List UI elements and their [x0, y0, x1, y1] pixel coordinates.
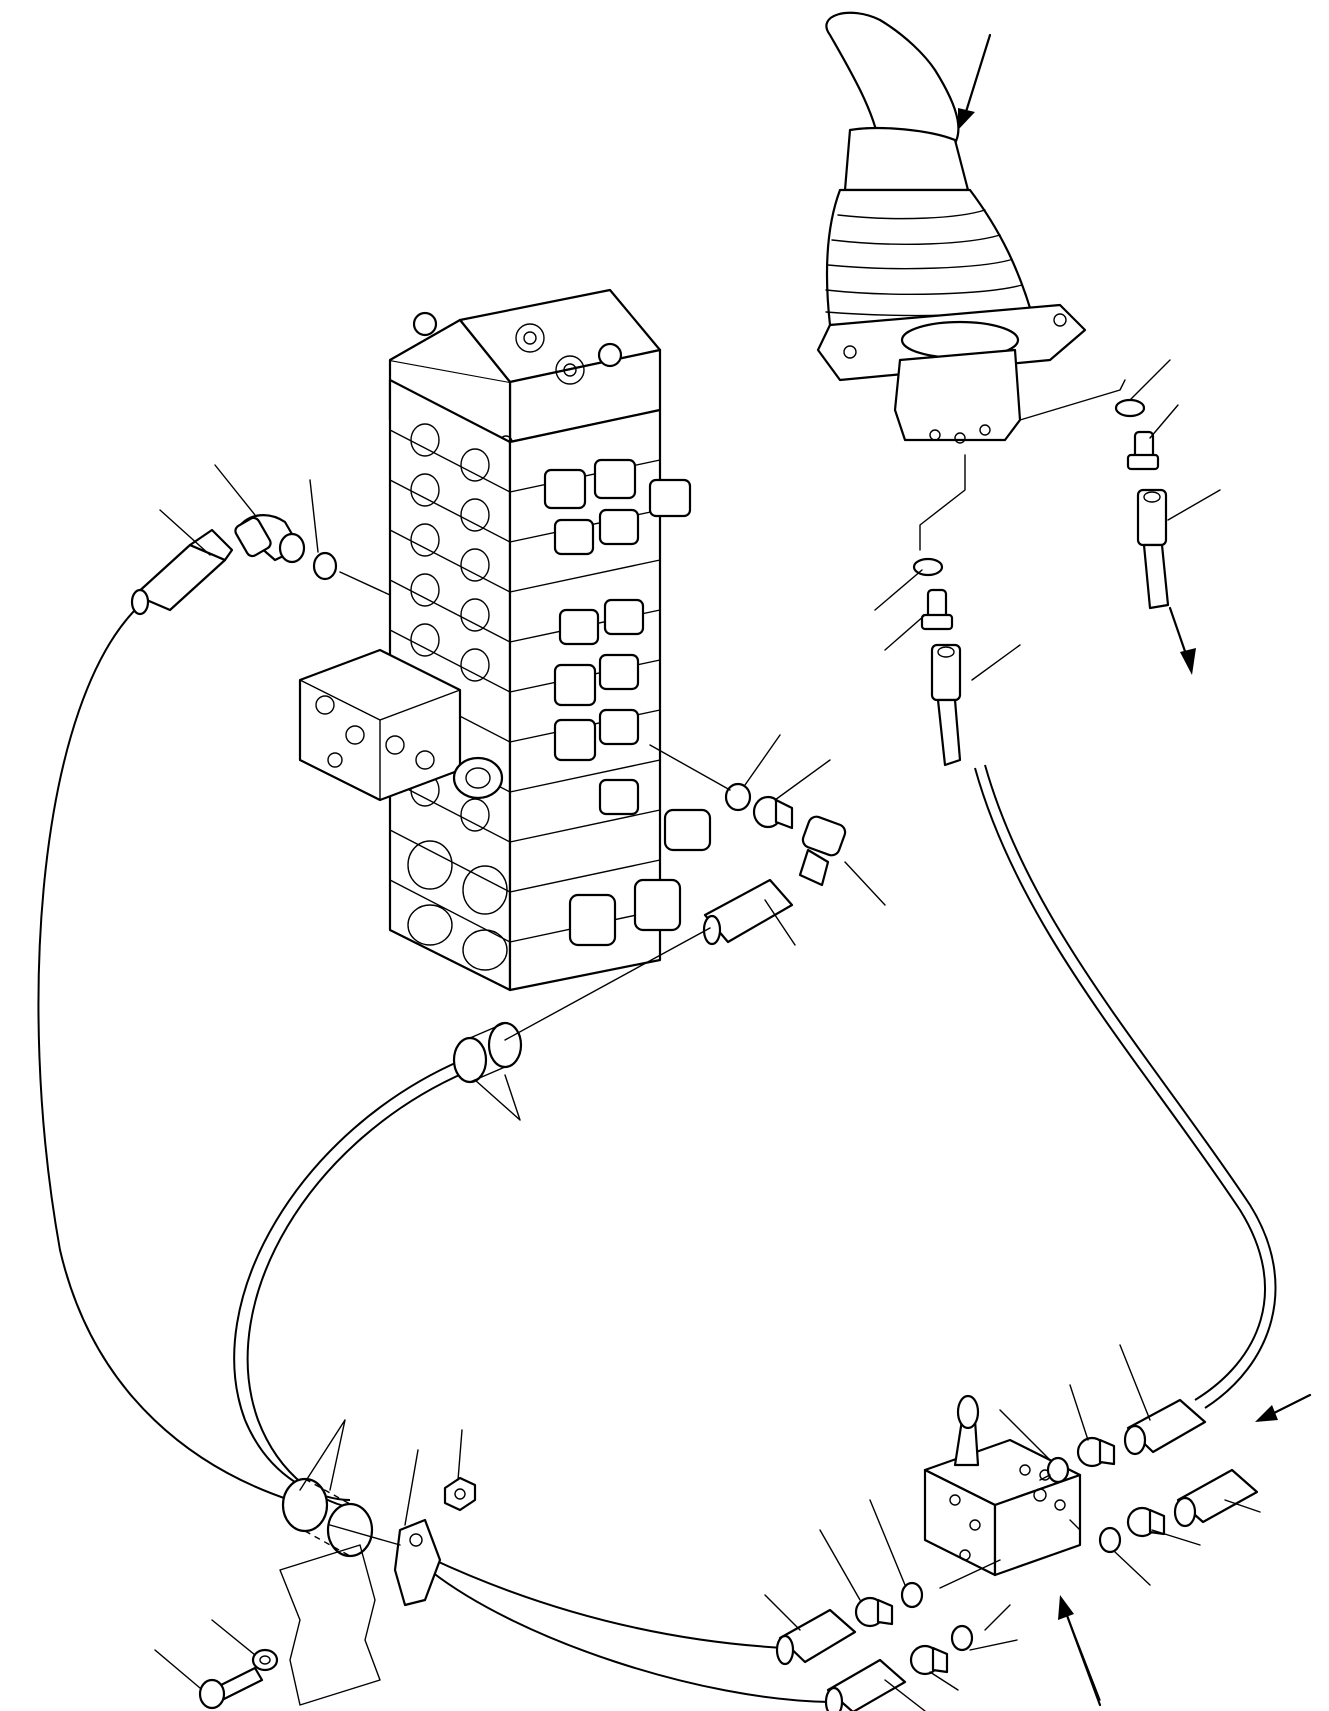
hose-clamp-pair-lower	[281, 1477, 374, 1558]
hose-end-selector-b	[824, 1658, 907, 1711]
o-ring-joystick-right	[1114, 398, 1146, 418]
adapter-selector-d	[1126, 1506, 1166, 1538]
arrow-selector	[1058, 1595, 1102, 1707]
hoses	[37, 604, 1277, 1703]
selector-valve-block	[923, 1394, 1082, 1577]
adapter-joystick-lower	[920, 588, 954, 631]
o-ring-selector-c	[1046, 1456, 1070, 1484]
hose-right-long-b	[984, 764, 1277, 1409]
hose-end-valve-right	[702, 878, 794, 946]
o-ring-valve-right	[724, 782, 752, 812]
hose-end-joystick-right	[1136, 488, 1170, 610]
hose-clamp-pair-center	[452, 1021, 523, 1084]
adapter-selector-b	[909, 1644, 949, 1676]
adapter-valve-right	[752, 795, 794, 830]
elbow-fitting-upper-left	[234, 514, 306, 564]
hose-left-long	[37, 604, 291, 1501]
leader-lines	[154, 33, 1312, 1711]
hose-center-loop-b	[246, 1071, 467, 1509]
bracket	[393, 1518, 442, 1607]
adapter-selector-c	[1076, 1436, 1116, 1468]
bolt	[198, 1666, 264, 1710]
joystick-lever	[816, 11, 1087, 444]
o-ring-selector-d	[1098, 1526, 1122, 1554]
mounting-plate	[279, 1544, 381, 1706]
o-ring-upper-left	[312, 551, 338, 581]
hose-end-joystick-lower	[930, 643, 962, 767]
o-ring-selector-a	[900, 1581, 924, 1609]
o-ring-selector-b	[950, 1624, 974, 1652]
hose-end-selector-c	[1123, 1398, 1207, 1456]
fittings	[130, 398, 1259, 1711]
control-valve-assembly	[298, 288, 712, 992]
adapter-selector-a	[854, 1596, 894, 1628]
elbow-fitting-valve-right	[798, 815, 847, 887]
hose-bottom-b	[431, 1571, 831, 1703]
nut	[443, 1476, 477, 1512]
hose-right-long	[974, 767, 1266, 1401]
hose-bottom-a	[429, 1557, 786, 1649]
arrow-hose-out	[1168, 606, 1196, 675]
adapter-joystick-right	[1126, 430, 1160, 471]
washer	[251, 1648, 279, 1672]
hose-end-selector-a	[775, 1608, 857, 1666]
hose-center-loop	[233, 1059, 463, 1501]
arrow-hose-in	[1255, 1393, 1312, 1422]
hose-end-selector-d	[1173, 1468, 1259, 1528]
arrow-joystick	[958, 33, 992, 130]
hose-end-upper-left	[130, 528, 234, 616]
